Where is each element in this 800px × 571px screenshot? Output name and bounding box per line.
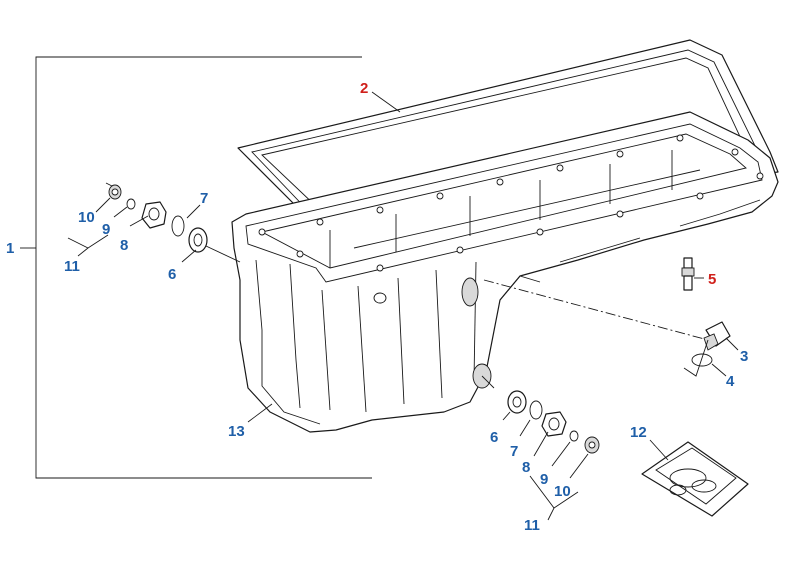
washer-part-9-left: [126, 198, 136, 210]
seal-kit-part-12: [641, 439, 749, 517]
callout-4: 4: [726, 373, 735, 390]
sensor-part-5: [681, 257, 704, 291]
callout-11-left: 11: [64, 258, 80, 275]
o-ring-part-7-left: [171, 215, 185, 237]
callout-1: 1: [6, 240, 14, 257]
oil-pan-part-13: [231, 111, 779, 433]
flange-plate-part-8-left: [141, 201, 167, 229]
plug-part-10-right: [584, 436, 600, 454]
callout-11-right: 11: [524, 517, 540, 534]
callout-8-left: 8: [120, 237, 128, 254]
flange-plate-part-8-right: [541, 411, 567, 437]
callout-8-right: 8: [522, 459, 530, 476]
callout-labels: 1 2 3 4 5 6 6 7 7 8 8 9 9 10 10 11 11 12…: [6, 80, 748, 534]
callout-12: 12: [630, 424, 647, 441]
plug-part-10-left: [108, 184, 122, 200]
right-drain-plug-group: [481, 375, 600, 521]
left-drain-plug-group: [67, 182, 241, 263]
callout-5: 5: [708, 271, 716, 288]
assembly-bracket: [20, 56, 372, 479]
flange-bolt-holes: [258, 134, 764, 272]
callout-9-right: 9: [540, 471, 548, 488]
sensor-centerline: [483, 279, 709, 341]
o-ring-part-4: [683, 339, 727, 377]
o-ring-part-7-right: [529, 400, 543, 420]
callout-6-right: 6: [490, 429, 498, 446]
callout-10-right: 10: [554, 483, 571, 500]
callout-2: 2: [360, 80, 368, 97]
callout-13: 13: [228, 423, 245, 440]
seal-ring-part-6-right: [507, 390, 527, 414]
callout-9-left: 9: [102, 221, 110, 238]
seal-ring-part-6-left: [188, 227, 208, 253]
washer-part-9-right: [569, 430, 579, 442]
sensor-part-3: [703, 321, 739, 351]
callout-10-left: 10: [78, 209, 95, 226]
callout-6-left: 6: [168, 266, 176, 283]
callout-7-right: 7: [510, 443, 518, 460]
callout-7-left: 7: [200, 190, 208, 207]
callout-3: 3: [740, 348, 748, 365]
